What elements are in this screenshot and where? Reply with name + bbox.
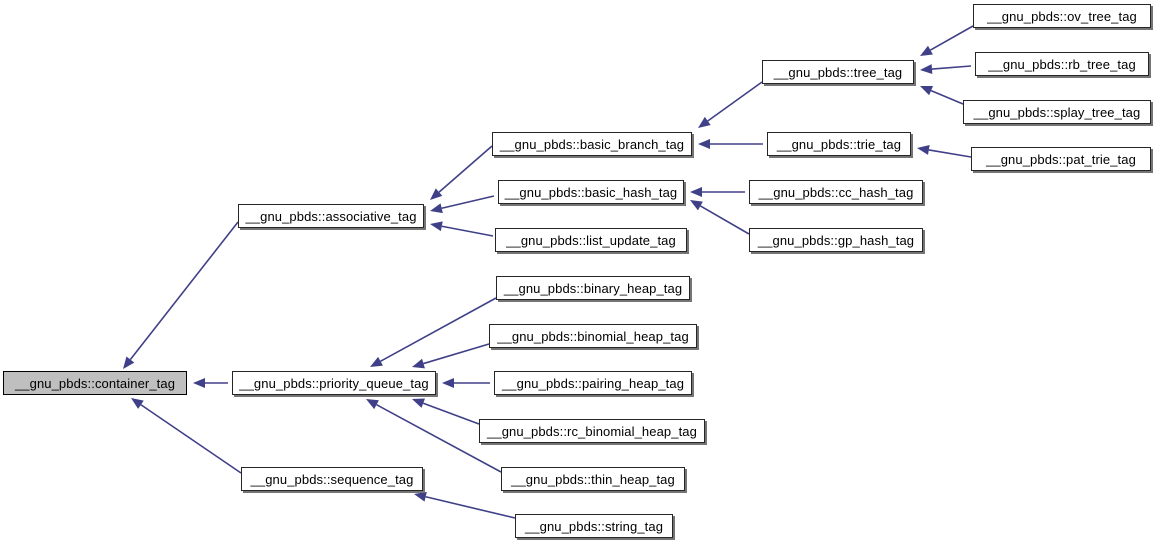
edge-pat_trie_tag-to-trie_tag (917, 145, 972, 158)
node-label: __gnu_pbds::thin_heap_tag (511, 471, 675, 487)
edge-string_tag-to-sequence_tag (414, 491, 516, 519)
edge-list_update_tag-to-associative_tag (430, 221, 494, 237)
node-label: __gnu_pbds::rb_tree_tag (988, 56, 1136, 72)
edge-tree_tag-to-basic_branch_tag (698, 81, 763, 128)
edge-binary_heap_tag-to-priority_queue_tag (370, 297, 497, 367)
node-label: __gnu_pbds::trie_tag (776, 136, 902, 152)
edge-line (129, 221, 239, 361)
node-label: __gnu_pbds::binary_heap_tag (503, 280, 683, 296)
edge-arrowhead (698, 139, 710, 149)
edge-line (699, 205, 750, 235)
node-label: __gnu_pbds::cc_hash_tag (758, 184, 914, 200)
edge-line (441, 195, 495, 210)
node-rc_binomial_heap_tag[interactable]: __gnu_pbds::rc_binomial_heap_tag (479, 419, 705, 443)
node-tree_tag[interactable]: __gnu_pbds::tree_tag (762, 60, 914, 84)
edge-line (140, 404, 242, 474)
node-binary_heap_tag[interactable]: __gnu_pbds::binary_heap_tag (496, 276, 690, 300)
node-label: __gnu_pbds::priority_queue_tag (239, 375, 429, 391)
node-gp_hash_tag[interactable]: __gnu_pbds::gp_hash_tag (749, 228, 923, 252)
edge-arrowhead (690, 200, 703, 211)
edge-arrowhead (920, 64, 933, 75)
node-binomial_heap_tag[interactable]: __gnu_pbds::binomial_heap_tag (489, 324, 697, 348)
node-pat_trie_tag[interactable]: __gnu_pbds::pat_trie_tag (971, 147, 1151, 171)
edge-line (423, 343, 490, 365)
edge-pairing_heap_tag-to-priority_queue_tag (442, 378, 490, 388)
node-label: __gnu_pbds::basic_hash_tag (504, 184, 678, 200)
node-basic_branch_tag[interactable]: __gnu_pbds::basic_branch_tag (492, 132, 692, 156)
node-label: __gnu_pbds::binomial_heap_tag (497, 328, 689, 344)
edge-line (928, 149, 972, 158)
edge-line (441, 225, 494, 237)
edge-arrowhead (131, 398, 144, 409)
node-cc_hash_tag[interactable]: __gnu_pbds::cc_hash_tag (749, 180, 923, 204)
node-sequence_tag[interactable]: __gnu_pbds::sequence_tag (241, 467, 423, 491)
node-label: __gnu_pbds::container_tag (14, 375, 176, 391)
edge-arrowhead (698, 116, 711, 128)
node-label: __gnu_pbds::rc_binomial_heap_tag (487, 423, 697, 439)
edge-arrowhead (920, 86, 933, 96)
edge-ov_tree_tag-to-tree_tag (920, 25, 974, 56)
edge-line (380, 297, 497, 362)
node-container_tag[interactable]: __gnu_pbds::container_tag (3, 371, 187, 395)
node-basic_hash_tag[interactable]: __gnu_pbds::basic_hash_tag (498, 180, 684, 204)
edge-arrowhead (442, 378, 454, 388)
node-label: __gnu_pbds::associative_tag (245, 208, 417, 224)
edge-line (422, 402, 480, 425)
edge-arrowhead (430, 203, 443, 214)
edge-splay_tree_tag-to-tree_tag (920, 86, 964, 105)
node-label: __gnu_pbds::splay_tree_tag (973, 104, 1141, 120)
edge-gp_hash_tag-to-basic_hash_tag (690, 200, 750, 235)
node-pairing_heap_tag[interactable]: __gnu_pbds::pairing_heap_tag (494, 371, 692, 395)
node-priority_queue_tag[interactable]: __gnu_pbds::priority_queue_tag (232, 371, 436, 395)
node-associative_tag[interactable]: __gnu_pbds::associative_tag (238, 204, 424, 228)
node-label: __gnu_pbds::pairing_heap_tag (501, 375, 685, 391)
edge-rc_binomial_heap_tag-to-priority_queue_tag (412, 398, 480, 425)
edge-rb_tree_tag-to-tree_tag (920, 64, 972, 75)
edge-arrowhead (123, 356, 135, 369)
node-label: __gnu_pbds::tree_tag (773, 64, 903, 80)
node-label: __gnu_pbds::list_update_tag (506, 232, 676, 248)
edge-line (930, 89, 964, 105)
edge-priority_queue_tag-to-container_tag (193, 378, 228, 388)
node-label: __gnu_pbds::gp_hash_tag (757, 232, 915, 248)
edge-line (930, 25, 974, 51)
edge-arrowhead (412, 358, 425, 369)
node-trie_tag[interactable]: __gnu_pbds::trie_tag (767, 132, 911, 156)
node-label: __gnu_pbds::pat_trie_tag (986, 151, 1136, 167)
edge-arrowhead (412, 398, 425, 408)
node-label: __gnu_pbds::sequence_tag (250, 471, 414, 487)
node-string_tag[interactable]: __gnu_pbds::string_tag (515, 514, 673, 538)
node-label: __gnu_pbds::ov_tree_tag (987, 8, 1137, 24)
edge-basic_branch_tag-to-associative_tag (430, 145, 493, 200)
node-label: __gnu_pbds::string_tag (524, 518, 664, 534)
node-rb_tree_tag[interactable]: __gnu_pbds::rb_tree_tag (975, 52, 1149, 76)
node-thin_heap_tag[interactable]: __gnu_pbds::thin_heap_tag (501, 467, 685, 491)
edge-trie_tag-to-basic_branch_tag (698, 139, 763, 149)
edge-arrowhead (430, 188, 443, 200)
edge-binomial_heap_tag-to-priority_queue_tag (412, 343, 490, 369)
edge-line (438, 145, 493, 193)
edge-arrowhead (370, 356, 383, 367)
edge-arrowhead (690, 187, 702, 197)
node-list_update_tag[interactable]: __gnu_pbds::list_update_tag (495, 228, 687, 252)
edge-arrowhead (366, 399, 379, 410)
edge-arrowhead (920, 45, 933, 56)
node-ov_tree_tag[interactable]: __gnu_pbds::ov_tree_tag (973, 4, 1151, 28)
node-label: __gnu_pbds::basic_branch_tag (499, 136, 685, 152)
edge-basic_hash_tag-to-associative_tag (430, 195, 495, 214)
edge-arrowhead (430, 221, 443, 232)
edge-associative_tag-to-container_tag (123, 221, 239, 369)
edge-sequence_tag-to-container_tag (131, 398, 242, 474)
edge-arrowhead (414, 491, 427, 502)
edge-line (707, 81, 763, 122)
edge-arrowhead (917, 145, 930, 155)
edge-line (425, 495, 516, 519)
edge-cc_hash_tag-to-basic_hash_tag (690, 187, 745, 197)
node-splay_tree_tag[interactable]: __gnu_pbds::splay_tree_tag (963, 100, 1151, 124)
edge-arrowhead (193, 378, 205, 388)
edge-line (931, 65, 972, 70)
